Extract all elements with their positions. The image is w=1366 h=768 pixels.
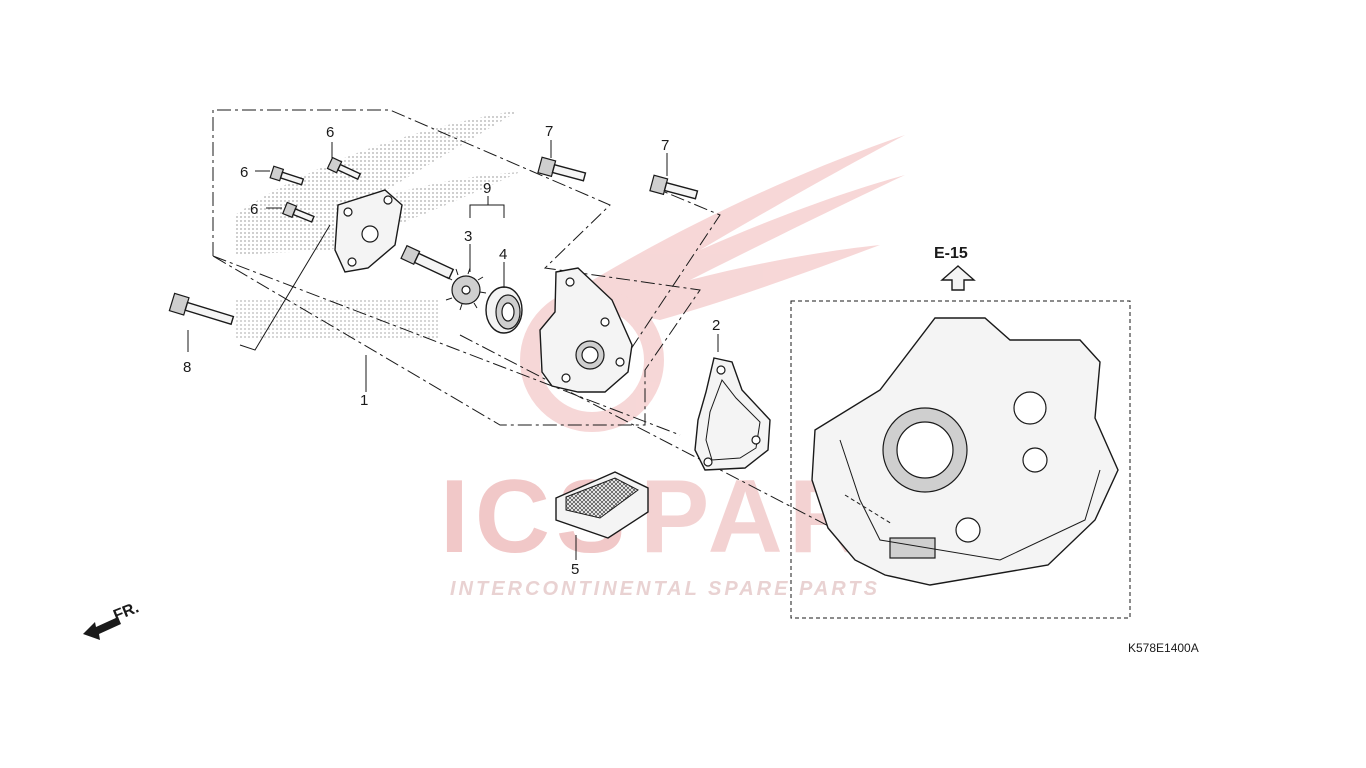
inner-rotor [445, 267, 487, 311]
bolt-8 [168, 292, 235, 326]
callout-5: 5 [571, 561, 579, 578]
crankcase-reference [790, 300, 1131, 619]
figure-code: K578E1400A [1128, 641, 1199, 655]
outer-rotor [485, 286, 523, 334]
callout-9: 9 [483, 180, 491, 197]
assembly-outline [212, 109, 841, 533]
callout-4: 4 [499, 246, 507, 263]
front-arrow-icon [83, 617, 121, 640]
callout-8: 8 [183, 359, 191, 376]
pump-cover [334, 189, 403, 273]
callout-6-left: 6 [240, 164, 248, 181]
callout-1: 1 [360, 392, 368, 409]
oil-pump-body [539, 267, 633, 393]
callout-6-mid: 6 [250, 201, 258, 218]
bolt-7-right [649, 174, 699, 200]
bolt-6-left [269, 165, 305, 186]
bolt-6-mid [281, 201, 315, 223]
callout-7-right: 7 [661, 137, 669, 154]
arrow-up-shape [940, 265, 976, 291]
pump-shaft [400, 244, 455, 280]
bolt-8-leader [239, 224, 331, 351]
callout-2: 2 [712, 317, 720, 334]
callout-7-left: 7 [545, 123, 553, 140]
crankcase-box [790, 300, 1131, 619]
leader-lines [187, 140, 719, 560]
watermark-tagline: INTERCONTINENTAL SPARE PARTS [450, 578, 880, 600]
reference-label: E-15 [934, 245, 968, 262]
gasket [694, 357, 771, 471]
oil-strainer [555, 471, 649, 539]
callout-3: 3 [464, 228, 472, 245]
bolt-7-left [537, 156, 587, 182]
front-indicator: FR. [83, 599, 141, 640]
callout-6-top: 6 [326, 124, 334, 141]
bolt-6-top [326, 156, 362, 181]
front-label: FR. [111, 599, 141, 624]
callouts: 6 6 6 7 7 9 3 4 2 8 1 5 [183, 123, 720, 578]
